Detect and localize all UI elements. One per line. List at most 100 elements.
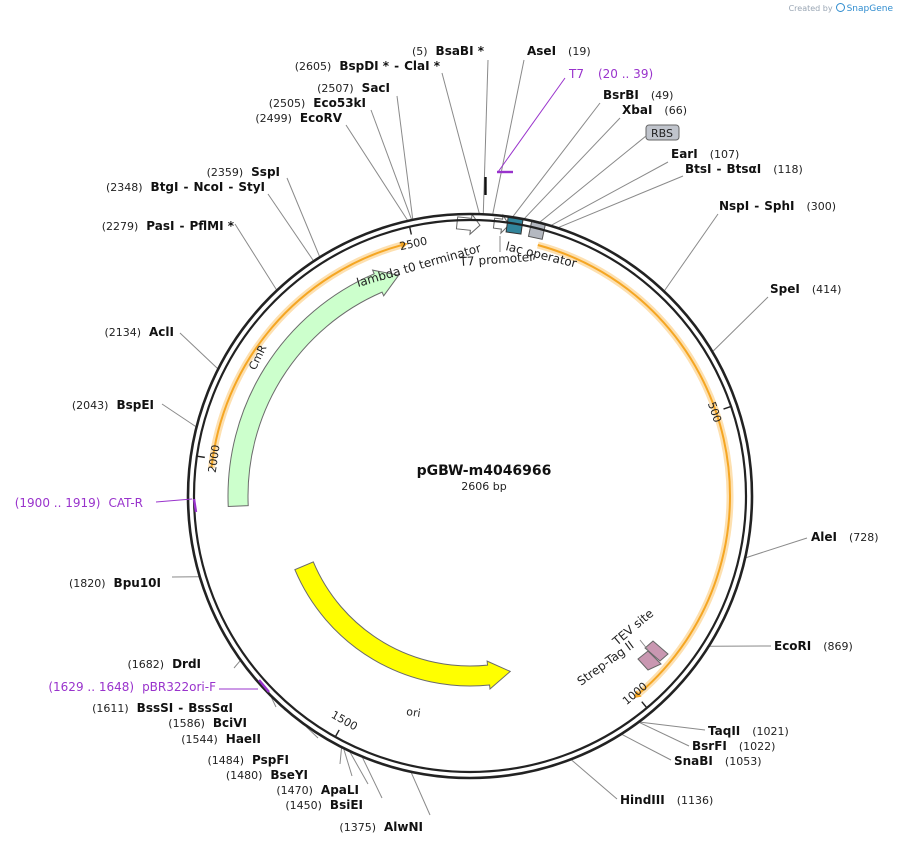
enzyme-label-acli[interactable]: (2134)AclI	[104, 325, 174, 339]
enzyme-position: (300)	[806, 200, 836, 213]
enzyme-connector-layer	[161, 59, 808, 816]
enzyme-position: (1021)	[752, 725, 789, 738]
feature-label-rbs: RBS	[651, 127, 673, 140]
tick-mark	[408, 226, 413, 235]
enzyme-name: TaqII	[708, 724, 740, 738]
primer-name: T7	[568, 67, 584, 81]
enzyme-label-bsssi[interactable]: (1611)BssSI-BssSαI	[92, 701, 233, 715]
enzyme-connector	[349, 752, 369, 785]
enzyme-name: AseI	[527, 44, 556, 58]
enzyme-name: BtsI	[685, 162, 712, 176]
backbone-outer-ring	[186, 212, 754, 780]
enzyme-connector	[345, 124, 408, 221]
enzyme-label-apali[interactable]: (1470) ApaLI	[276, 783, 359, 797]
enzyme-connector	[482, 59, 489, 214]
enzyme-connector	[271, 697, 277, 708]
enzyme-name: PflMI *	[189, 219, 234, 233]
rbs-label-box	[645, 124, 680, 141]
primer-label-pbr322[interactable]: (1629 .. 1648)pBR322ori-F	[48, 680, 216, 694]
enzyme-label-saci[interactable]: (2507)SacI	[317, 81, 390, 95]
enzyme-name: BciVI	[213, 716, 247, 730]
enzyme-connector	[286, 177, 320, 257]
enzyme-label-btgi[interactable]: (2348)BtgI-NcoI-StyI	[106, 180, 265, 194]
enzyme-label-spei[interactable]: SpeI(414)	[770, 282, 841, 296]
orf-arrowhead	[399, 241, 408, 250]
enzyme-position: (728)	[849, 531, 879, 544]
enzyme-label-asei[interactable]: AseI(19)	[527, 44, 591, 58]
feature-strep	[637, 650, 662, 671]
enzyme-label-bcivi[interactable]: (1586)BciVI	[168, 716, 247, 730]
enzyme-label-bsiei[interactable]: (1450)BsiEI	[285, 798, 363, 812]
enzyme-name: BspEI	[116, 398, 154, 412]
enzyme-label-alwni[interactable]: (1375)AlwNI	[339, 820, 423, 834]
enzyme-position: (1470)	[276, 784, 313, 797]
enzyme-name: Bpu10I	[114, 576, 161, 590]
feature-label-t7prom: T7 promoter	[458, 250, 534, 269]
enzyme-connector	[551, 161, 669, 226]
enzyme-separator: -	[178, 701, 183, 715]
enzyme-connector	[746, 537, 808, 559]
enzyme-separator: -	[183, 180, 188, 194]
enzyme-name: AlwNI	[384, 820, 423, 834]
enzyme-position: (2507)	[317, 82, 354, 95]
enzyme-connector	[571, 759, 618, 800]
enzyme-name: ApaLI	[321, 783, 359, 797]
enzyme-separator: -	[754, 199, 759, 213]
orf-1	[537, 244, 731, 695]
enzyme-label-ecori[interactable]: EcoRI (869)	[774, 639, 853, 653]
enzyme-label-haeii[interactable]: (1544)HaeII	[181, 732, 261, 746]
enzyme-position: (1480)	[226, 769, 263, 782]
primer-connector	[155, 498, 193, 503]
feature-tev	[644, 640, 669, 662]
enzyme-label-xbai[interactable]: XbaI(66)	[622, 103, 687, 117]
feature-label-strep: Strep-Tag II	[575, 638, 637, 688]
enzyme-label-bpu10i[interactable]: (1820)Bpu10I	[69, 576, 161, 590]
enzyme-name: EcoRV	[300, 111, 343, 125]
feature-connector	[639, 639, 649, 651]
enzyme-position: (869)	[823, 640, 853, 653]
enzyme-label-eco53ki[interactable]: (2505)Eco53kI	[269, 96, 366, 110]
primer-range: (1900 .. 1919)	[15, 496, 101, 510]
enzyme-label-eari[interactable]: EarI(107)	[671, 147, 739, 161]
enzyme-label-bsrbi[interactable]: BsrBI(49)	[603, 88, 673, 102]
enzyme-connector	[396, 95, 414, 219]
enzyme-name: BsiEI	[330, 798, 363, 812]
enzyme-connector	[234, 223, 277, 290]
enzyme-label-pasi[interactable]: (2279)PasI-PflMI *	[102, 219, 235, 233]
enzyme-name: AclI	[149, 325, 174, 339]
enzyme-name: SnaBI	[674, 754, 713, 768]
backbone-inner-ring	[192, 218, 748, 774]
enzyme-label-alei[interactable]: AleI (728)	[811, 530, 879, 544]
enzyme-name: AleI	[811, 530, 837, 544]
enzyme-name: EcoRI	[774, 639, 811, 653]
created-by-text: Created by	[788, 4, 833, 13]
enzyme-label-bsabi[interactable]: (5)BsaBI *	[412, 44, 485, 58]
enzyme-name: BspDI *	[339, 59, 389, 73]
enzyme-position: (1136)	[677, 794, 714, 807]
enzyme-position: (1022)	[739, 740, 776, 753]
enzyme-position: (5)	[412, 45, 428, 58]
enzyme-name: EarI	[671, 147, 698, 161]
enzyme-label-sspi[interactable]: (2359)SspI	[207, 165, 280, 179]
enzyme-name: StyI	[238, 180, 265, 194]
enzyme-label-bseyi[interactable]: (1480)BseYI	[226, 768, 308, 782]
enzyme-label-nspi[interactable]: NspI-SphI(300)	[719, 199, 836, 213]
enzyme-label-bsrfi[interactable]: BsrFI(1022)	[692, 739, 775, 753]
enzyme-name: PspFI	[252, 753, 289, 767]
enzyme-label-snabi[interactable]: SnaBI(1053)	[674, 754, 761, 768]
primer-label-cat-r[interactable]: (1900 .. 1919)CAT-R	[15, 496, 143, 510]
enzyme-position: (2348)	[106, 181, 143, 194]
enzyme-label-bspei[interactable]: (2043)BspEI	[72, 398, 154, 412]
primer-label-t7-primer[interactable]: T7(20 .. 39)	[568, 67, 653, 81]
enzyme-label-ecorv[interactable]: (2499) EcoRV	[255, 111, 342, 125]
enzyme-label-btsi[interactable]: BtsI-BtsαI(118)	[685, 162, 803, 176]
enzyme-name: SpeI	[770, 282, 800, 296]
tick-mark	[334, 729, 340, 738]
enzyme-connector	[640, 721, 706, 731]
enzyme-label-pspfi[interactable]: (1484)PspFI	[207, 753, 289, 767]
enzyme-label-bspdi[interactable]: (2605)BspDI *-ClaI *	[295, 59, 441, 73]
enzyme-label-drdi[interactable]: (1682)DrdI	[127, 657, 201, 671]
enzyme-label-taqii[interactable]: TaqII (1021)	[708, 724, 789, 738]
enzyme-label-hindiii[interactable]: HindIII(1136)	[620, 793, 713, 807]
enzyme-position: (2499)	[255, 112, 292, 125]
